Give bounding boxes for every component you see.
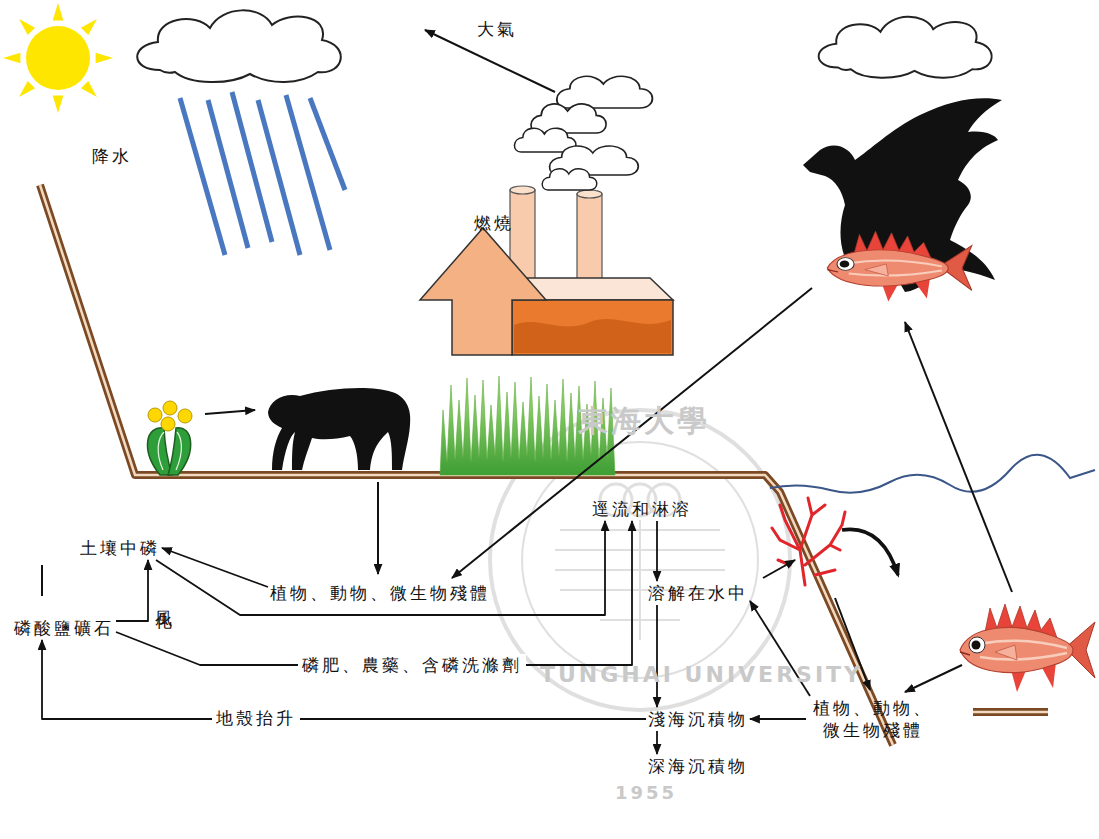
node-text: 深海沉積物	[648, 755, 748, 777]
food-chain-arrow	[905, 322, 1012, 592]
edge-label: 風化	[153, 597, 175, 601]
smoke-puff	[531, 104, 606, 133]
rain-streak	[232, 92, 272, 242]
node-text: 淺海沉積物	[648, 708, 748, 730]
rain	[180, 92, 345, 255]
node-text: 土壤中磷	[80, 537, 160, 559]
watermark-text: TUNGHAI UNIVERSITY	[540, 664, 863, 686]
leaf-vein	[158, 432, 181, 470]
decay-arrow	[905, 665, 962, 692]
text-node: 磷酸鹽礦石	[12, 616, 116, 640]
flow-arrow	[656, 731, 658, 754]
watermark-text: 東海大學	[578, 410, 710, 432]
uptake-arrow	[763, 560, 795, 578]
decay-arrow	[377, 482, 379, 574]
sun-ray	[19, 19, 35, 35]
factory-arrow-house	[420, 228, 546, 355]
rain-streak	[286, 95, 330, 250]
flow-arrow	[750, 718, 806, 720]
blossom	[161, 417, 175, 431]
watermark-text: 1955	[615, 782, 677, 804]
smoke-arrow	[425, 30, 555, 92]
sun-ray	[53, 96, 64, 113]
chimney	[577, 194, 602, 285]
edge-label: 磷肥、農藥、含磷洗滌劑	[298, 654, 526, 676]
fish	[960, 604, 1095, 692]
sun-ray	[53, 3, 64, 20]
sun-ray	[96, 53, 113, 64]
leaf	[148, 428, 172, 475]
chimney-top	[577, 190, 602, 198]
tick-line	[41, 565, 43, 596]
flow-arrow	[656, 605, 658, 707]
flow-arrow	[116, 521, 632, 665]
flower	[148, 401, 192, 475]
chimney-top	[510, 186, 535, 194]
flow-arrow	[162, 548, 268, 587]
food-chain-arrow	[842, 529, 898, 575]
sun-ray	[19, 81, 35, 97]
text-node: 土壤中磷	[78, 536, 162, 560]
sun	[3, 3, 113, 113]
annotation-label: 降水	[92, 145, 132, 167]
sun-ray	[81, 81, 97, 97]
node-text: 磷酸鹽礦石	[14, 617, 114, 639]
flow-arrow	[116, 560, 148, 621]
annotation-label: 燃燒	[474, 212, 514, 234]
text-node: 淺海沉積物	[646, 707, 750, 731]
blossom	[178, 409, 192, 423]
text-node: 深海沉積物	[646, 754, 750, 778]
node-text: 逕流和淋溶	[592, 498, 692, 520]
text-node: 逕流和淋溶	[590, 497, 694, 521]
rain-streak	[180, 98, 225, 255]
fish	[827, 231, 971, 301]
blossom	[148, 408, 162, 422]
blossom	[163, 401, 177, 415]
seal-lines	[555, 520, 725, 640]
smoke	[514, 76, 652, 190]
flow-arrow	[156, 521, 605, 615]
water-surface	[770, 455, 1095, 493]
factory-shade	[514, 319, 671, 353]
flow-arrow	[656, 521, 658, 581]
food-chain-arrow	[205, 410, 255, 414]
sun-ray	[3, 53, 20, 64]
node-text: 溶解在水中	[648, 582, 748, 604]
ground-line	[40, 185, 893, 745]
factory-body	[512, 300, 673, 355]
smoke-puff	[557, 76, 653, 108]
ground-line	[40, 185, 893, 745]
node-text: 植物、動物、微生物殘體	[270, 582, 490, 604]
annotation-label: 大氣	[477, 18, 517, 40]
text-node: 植物、動物、微生物殘體	[268, 581, 492, 605]
edge-label: 地殼抬升	[212, 707, 300, 729]
rain-streak	[310, 98, 345, 190]
coral	[772, 498, 845, 585]
seabed-line	[973, 708, 1048, 716]
node-text: 植物、動物、 微生物殘體	[808, 697, 938, 741]
text-node: 溶解在水中	[646, 581, 750, 605]
cloud	[137, 10, 341, 82]
ground	[40, 185, 1048, 745]
text-node: 植物、動物、 微生物殘體	[806, 696, 940, 742]
sun-disc	[26, 26, 90, 90]
cloud	[819, 17, 992, 78]
factory	[420, 186, 673, 355]
smoke-puff	[542, 169, 597, 190]
sun-ray	[81, 19, 97, 35]
seabed-line	[973, 711, 1048, 714]
panther-silhouette	[268, 388, 410, 470]
